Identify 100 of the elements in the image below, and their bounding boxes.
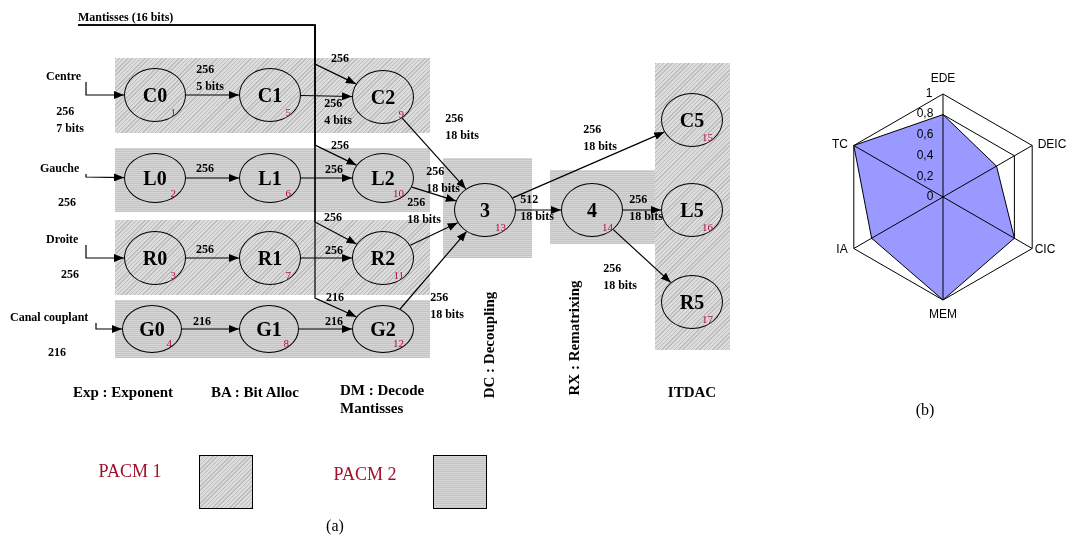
arrow — [622, 206, 662, 214]
node-number: 16 — [702, 222, 713, 233]
arrow — [185, 91, 240, 99]
tick-label: 0 — [926, 189, 934, 203]
arrow — [399, 231, 468, 310]
edge-label: 256 18 bits — [602, 260, 638, 294]
edge-label: 256 — [195, 159, 215, 177]
edge-label: 256 18 bits — [444, 110, 480, 144]
arrow — [612, 229, 672, 283]
node-label: C5 — [678, 110, 706, 130]
arrow — [181, 325, 240, 333]
edge-label: 256 — [324, 241, 344, 259]
axis-label: MEM — [929, 307, 957, 321]
edge-label: 256 18 bits — [582, 121, 618, 155]
node-label: C2 — [369, 87, 397, 107]
node-number: 9 — [398, 109, 404, 120]
axis-label: EDE — [930, 71, 956, 85]
stage-label: ITDAC — [667, 383, 717, 401]
arrow — [401, 117, 467, 190]
legend-label: PACM 1 — [98, 461, 162, 481]
process-ellipse — [661, 183, 723, 237]
arrow — [300, 254, 353, 262]
stage-label: DC : Decoupling — [480, 291, 498, 399]
arrow — [77, 24, 357, 318]
node-number: 8 — [283, 338, 289, 349]
axis-label: CIC — [1034, 242, 1056, 256]
node-number: 11 — [393, 270, 404, 281]
arrow — [409, 222, 459, 246]
edge-label: 256 18 bits — [429, 289, 465, 323]
node-number: 10 — [393, 188, 404, 199]
node-number: 2 — [170, 188, 176, 199]
node-number: 6 — [285, 188, 291, 199]
node-number: 13 — [495, 222, 506, 233]
shaded-band — [115, 300, 430, 358]
edge-label: 216 — [47, 343, 67, 361]
node-label: R0 — [141, 248, 169, 268]
axis-label: DEIC — [1037, 137, 1067, 151]
node-label: C0 — [141, 85, 169, 105]
process-ellipse — [352, 231, 414, 285]
process-ellipse — [352, 305, 414, 353]
edge-label: 256 — [195, 240, 215, 258]
node-number: 3 — [170, 270, 176, 281]
node-number: 4 — [166, 338, 172, 349]
panel-caption: (a) — [326, 517, 344, 535]
tick-label: 1 — [925, 86, 933, 100]
arrow — [85, 244, 125, 262]
node-label: G1 — [255, 319, 283, 339]
edge-label: 256 7 bits — [55, 103, 85, 137]
node-label: 4 — [586, 200, 598, 220]
edge-label: 216 — [192, 312, 212, 330]
arrow — [85, 173, 125, 182]
edge-label: 256 5 bits — [195, 61, 225, 95]
node-label: 3 — [479, 200, 491, 220]
node-number: 15 — [702, 132, 713, 143]
node-number: 14 — [602, 222, 613, 233]
arrow — [411, 186, 457, 202]
node-number: 1 — [170, 107, 176, 118]
edge-label: 216 — [325, 288, 345, 306]
arrow — [300, 174, 353, 182]
input-label: Mantisses (16 bits) — [78, 9, 190, 25]
stage-label: BA : Bit Alloc — [211, 383, 299, 401]
node-label: G0 — [138, 319, 166, 339]
node-number: 7 — [285, 270, 291, 281]
arrow — [298, 325, 353, 333]
process-ellipse — [239, 68, 301, 122]
axis-label: IA — [836, 242, 848, 256]
arrow — [85, 81, 125, 99]
node-label: R1 — [256, 248, 284, 268]
process-ellipse — [124, 68, 186, 122]
process-ellipse — [661, 275, 723, 329]
node-number: 5 — [285, 107, 291, 118]
edge-label: 256 — [330, 136, 350, 154]
process-ellipse — [239, 305, 299, 353]
legend-label: PACM 2 — [333, 464, 397, 484]
node-label: L1 — [257, 168, 283, 188]
node-label: L2 — [370, 168, 396, 188]
process-ellipse — [561, 183, 623, 237]
channel-label: Centre — [46, 68, 92, 82]
process-ellipse — [661, 93, 723, 147]
node-label: C1 — [256, 85, 284, 105]
edge-label: 256 18 bits — [628, 191, 664, 225]
edge-label: 256 — [323, 208, 343, 226]
arrow — [300, 92, 353, 101]
arrow — [185, 254, 240, 262]
tick-label: 0,4 — [916, 148, 934, 162]
arrow — [95, 322, 123, 333]
channel-label: Canal couplant — [10, 309, 102, 323]
edge-label: 256 18 bits — [406, 194, 442, 228]
stage-label: DM : Decode Mantisses — [340, 381, 426, 417]
tick-label: 0,6 — [916, 127, 934, 141]
channel-label: Droite — [46, 231, 92, 245]
stage-label: RX : Rematrixing — [565, 280, 583, 396]
panel-caption: (b) — [915, 401, 935, 419]
stage-label: Exp : Exponent — [73, 383, 173, 401]
node-label: L0 — [142, 168, 168, 188]
edge-label: 216 — [324, 312, 344, 330]
node-number: 12 — [393, 338, 404, 349]
channel-label: Gauche — [40, 160, 92, 174]
process-ellipse — [352, 70, 414, 124]
edge-label: 512 18 bits — [519, 191, 555, 225]
